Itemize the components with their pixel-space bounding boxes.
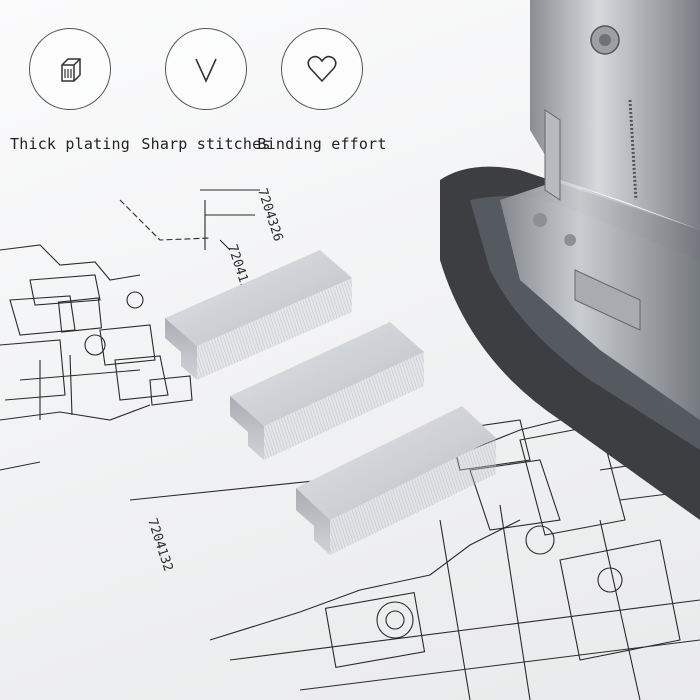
feature-label: Sharp stitches bbox=[141, 135, 271, 153]
feature-label: Binding effort bbox=[257, 135, 387, 153]
drawing-label-1: 7204326 bbox=[254, 187, 285, 244]
feature-sharp-stitches: Sharp stitches bbox=[136, 28, 276, 153]
checkmark-v-icon bbox=[195, 58, 217, 83]
staple-strip-3 bbox=[296, 406, 496, 555]
stapler bbox=[440, 0, 700, 520]
drawing-label-3: 7204132 bbox=[144, 517, 175, 574]
staple-strip-2 bbox=[230, 322, 424, 460]
feature-binding-effort: Binding effort bbox=[252, 28, 392, 153]
feature-thick-plating: Thick plating bbox=[0, 28, 140, 153]
staple-box-icon bbox=[61, 58, 81, 82]
staple-strip-1 bbox=[165, 250, 352, 380]
technical-drawing-left bbox=[0, 189, 260, 471]
feature-icon-circle bbox=[281, 28, 363, 110]
feature-list: Thick plating Sharp stitches Binding eff… bbox=[0, 0, 460, 170]
heart-icon bbox=[307, 55, 337, 83]
feature-label: Thick plating bbox=[10, 135, 130, 153]
feature-icon-circle bbox=[29, 28, 111, 110]
feature-icon-circle bbox=[165, 28, 247, 110]
